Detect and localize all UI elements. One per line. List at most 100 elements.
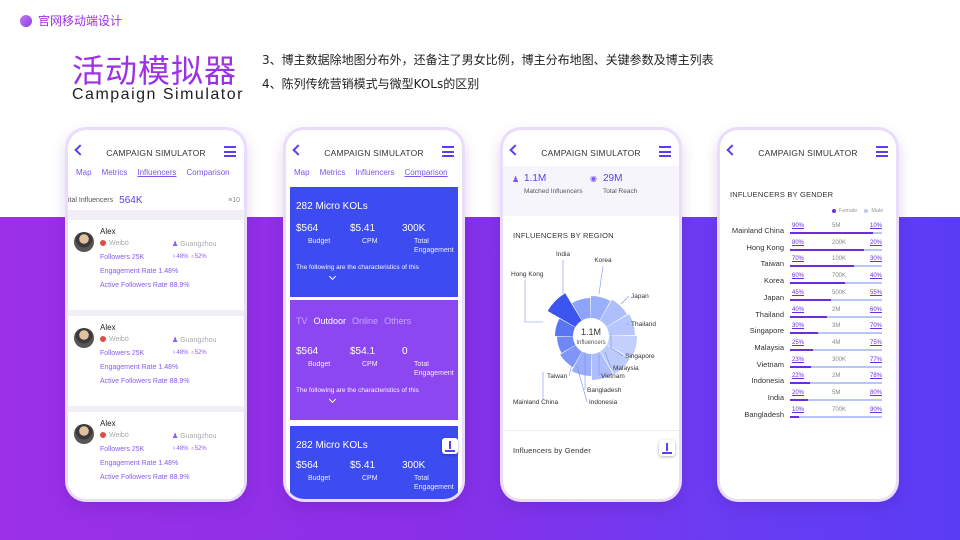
tab-influencers[interactable]: Influencers — [355, 168, 395, 177]
gender-split: ♀48% ♁52% — [172, 446, 207, 452]
media-tab-others[interactable]: Others — [384, 316, 412, 326]
reach-label: Total Reach — [603, 188, 638, 195]
filter-menu-icon[interactable] — [659, 146, 671, 157]
region-segment[interactable] — [606, 336, 637, 359]
app-header: CAMPAIGN SIMULATOR — [286, 140, 462, 166]
region-segment[interactable] — [606, 314, 635, 336]
page-subtitle: Campaign Simulator — [72, 86, 244, 103]
sort-indicator[interactable]: ≡10 — [228, 196, 240, 204]
characteristics-text: The following are the characteristics of… — [296, 264, 419, 271]
tab-comparison[interactable]: Comparison — [186, 168, 230, 177]
female-percent: 45% — [792, 289, 805, 296]
gender-row: Bangladesh 10% 700K 90% — [720, 407, 896, 424]
female-percent: 10% — [792, 406, 805, 413]
leader-line — [620, 295, 630, 305]
female-ratio: 52% — [194, 350, 207, 356]
region-segment[interactable] — [572, 298, 591, 321]
summary-bar: ♟ 1.1M Matched Influencers ◉ 29M Total R… — [503, 166, 679, 216]
note-3: 3、博主数据除地图分布外，还备注了男女比例，博主分布地图、关键参数及博主列表 — [262, 53, 714, 67]
tab-map[interactable]: Map — [294, 168, 310, 177]
tab-metrics[interactable]: Metrics — [101, 168, 128, 177]
total-count: 700K — [832, 406, 847, 413]
location: ♟ Guangzhou — [172, 240, 216, 248]
brand-name: 官网移动端设计 — [38, 14, 123, 28]
filter-menu-icon[interactable] — [224, 146, 236, 157]
budget-value: $564 — [296, 346, 319, 357]
gender-bar-fill — [790, 348, 813, 351]
region-label: Indonesia — [589, 399, 618, 406]
region-segment[interactable] — [591, 296, 611, 321]
active-followers-rate: Active Followers Rate 88.9% — [100, 282, 190, 289]
filter-menu-icon[interactable] — [876, 146, 888, 157]
region-segment[interactable] — [600, 299, 627, 327]
cpm-label: CPM — [362, 475, 378, 482]
country-name: Vietnam — [756, 359, 784, 369]
app-header: CAMPAIGN SIMULATOR — [503, 140, 679, 166]
avatar — [74, 424, 94, 444]
micro-kols-panel-2: 282 Micro KOLs $564 Budget $5.41 CPM 300… — [290, 426, 458, 499]
expand-chevron-icon[interactable] — [328, 395, 337, 404]
media-tab-tv[interactable]: TV — [296, 316, 308, 326]
region-label: Bangladesh — [587, 387, 622, 394]
budget-label: Budget — [308, 361, 331, 368]
center-label: Influencers — [576, 340, 605, 346]
male-percent: 90% — [869, 406, 882, 413]
region-segment[interactable] — [557, 336, 576, 353]
engagement-rate: Engagement Rate 1.48% — [100, 460, 179, 467]
leader-line — [598, 265, 604, 295]
weibo-icon — [100, 336, 106, 343]
region-segment[interactable] — [571, 351, 591, 376]
gender-title: INFLUENCERS BY GENDER — [730, 190, 834, 199]
total-count: 2M — [832, 306, 841, 313]
filter-menu-icon[interactable] — [442, 146, 454, 157]
gender-bar-track — [790, 298, 882, 301]
gender-bar-track — [790, 382, 882, 385]
note-4: 4、陈列传统营销模式与微型KOLs的区别 — [262, 77, 480, 91]
region-segment[interactable] — [560, 345, 582, 368]
leader-line — [576, 365, 588, 403]
gender-bar-track — [790, 365, 882, 368]
kol-name: Alex — [100, 323, 116, 332]
total-count: 4M — [832, 339, 841, 346]
panel-title: 282 Micro KOLs — [296, 440, 368, 451]
region-label: Japan — [631, 293, 649, 300]
download-icon[interactable] — [442, 438, 458, 454]
matched-label: Matched Influencers — [524, 188, 583, 195]
gender-link[interactable]: Influencers by Gender — [513, 446, 591, 455]
media-tabs: TV Outdoor Online Others — [296, 316, 411, 326]
region-segment[interactable] — [547, 293, 582, 327]
male-percent: 80% — [869, 390, 882, 396]
region-segment[interactable] — [591, 351, 613, 380]
gender-bar-fill — [790, 232, 873, 234]
tab-influencers[interactable]: Influencers — [137, 168, 177, 177]
male-percent: 77% — [869, 356, 882, 363]
region-segment[interactable] — [555, 318, 576, 336]
engagement-value: 300K — [402, 460, 426, 471]
avatar — [74, 232, 94, 252]
media-tab-online[interactable]: Online — [352, 316, 379, 326]
download-icon[interactable] — [659, 440, 675, 456]
expand-chevron-icon[interactable] — [328, 272, 337, 281]
gender-split: ♀48% ♁52% — [172, 254, 207, 260]
gender-bar-fill — [790, 282, 846, 285]
location-icon: ♟ — [172, 433, 181, 440]
page-title: 活动模拟器 — [72, 52, 238, 90]
characteristics-text: The following are the characteristics of… — [296, 387, 419, 394]
region-segment[interactable] — [600, 345, 630, 375]
followers: Followers 25K — [100, 254, 145, 261]
media-tab-outdoor[interactable]: Outdoor — [313, 316, 347, 326]
tab-metrics[interactable]: Metrics — [319, 168, 346, 177]
leader-line — [568, 359, 574, 377]
country-name: Bangladesh — [744, 409, 784, 419]
tab-map[interactable]: Map — [76, 168, 92, 177]
tab-comparison[interactable]: Comparison — [404, 168, 448, 177]
brand-logo-icon — [20, 14, 32, 27]
matched-value: 1.1M — [524, 173, 547, 184]
